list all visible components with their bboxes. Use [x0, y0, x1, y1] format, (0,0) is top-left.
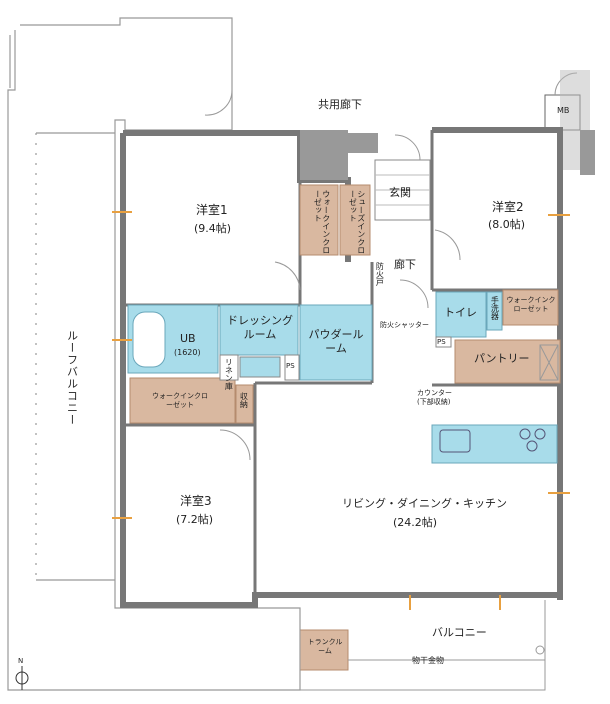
western3-size: (7.2帖)	[176, 513, 214, 526]
shoes-closet-label: シューズインクローゼット	[348, 190, 366, 254]
ub-name: UB	[180, 332, 196, 345]
western1-name: 洋室1	[196, 203, 228, 217]
pantry-box	[539, 344, 559, 381]
fire-shutter-label: 防火シャッター	[380, 321, 429, 329]
laundry-rod-label: 物干金物	[412, 656, 444, 665]
linen-label: リネン庫	[224, 358, 234, 390]
ub-size: (1620)	[174, 348, 201, 357]
utility-boxes	[219, 336, 452, 381]
door-swings	[204, 89, 461, 461]
counter-note: (下部収納)	[417, 398, 451, 406]
ldk-size: (24.2帖)	[393, 516, 438, 529]
balcony-outline	[299, 600, 546, 691]
ldk-name: リビング・ダイニング・キッチン	[342, 497, 507, 510]
ps2-label: PS	[437, 338, 446, 346]
window-accents	[112, 211, 570, 610]
counter-label: カウンター	[417, 389, 452, 397]
pantry-label: パントリー	[474, 352, 530, 365]
north-arrow	[15, 666, 29, 690]
hallway-label: 廊下	[394, 258, 416, 271]
hand-wash-label: 手洗器	[490, 296, 500, 320]
dressing-room-label: ドレッシングルーム	[227, 314, 293, 341]
western3-name: 洋室3	[180, 494, 212, 508]
kitchen-appliances	[439, 428, 546, 453]
ps-label: PS	[286, 362, 295, 370]
storage-label: 収納	[239, 392, 249, 408]
wic1-label: ウォークインクローゼット	[313, 190, 331, 254]
roof-balcony-label: ルーフバルコニー	[65, 330, 79, 426]
trunk-room-label: トランクルーム	[307, 638, 343, 655]
entrance-area	[300, 130, 431, 221]
common-corridor-label: 共用廊下	[318, 98, 362, 111]
entrance-label: 玄関	[389, 186, 411, 199]
western2-size: (8.0帖)	[488, 218, 526, 231]
bathtub	[132, 311, 166, 368]
north-label: N	[18, 657, 24, 665]
western1-size: (9.4帖)	[194, 222, 232, 235]
fire-door-label: 防火戸	[375, 262, 385, 286]
toilet-label: トイレ	[444, 306, 477, 319]
wic2-label: ウォークインクローゼット	[506, 296, 556, 313]
balcony-label: バルコニー	[432, 626, 487, 639]
mb-label: MB	[557, 106, 570, 115]
mb-box	[544, 70, 595, 175]
powder-room-label: パウダールーム	[308, 328, 364, 355]
wic3-label: ウォークインクローゼット	[152, 392, 208, 409]
western2-name: 洋室2	[492, 200, 524, 214]
